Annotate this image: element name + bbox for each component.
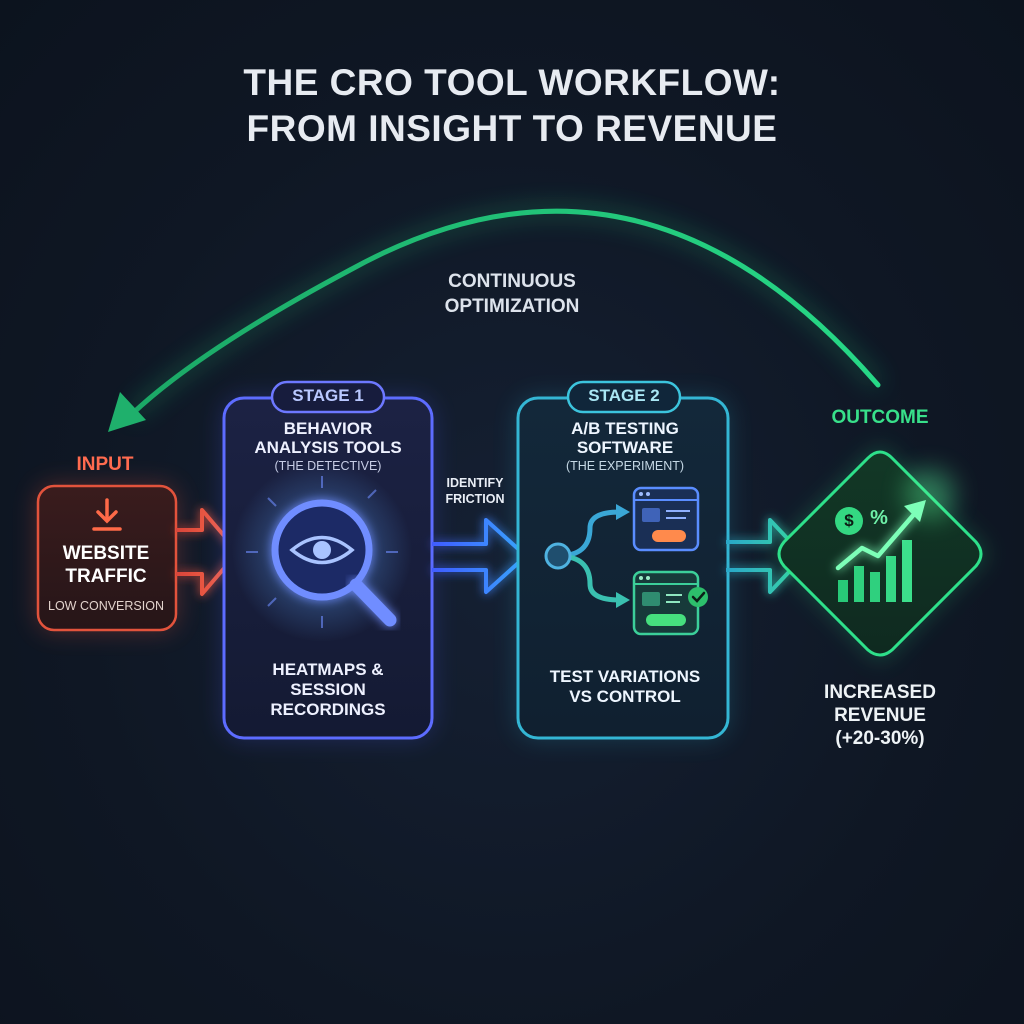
loop-arc (108, 206, 882, 432)
loop-label: CONTINUOUS OPTIMIZATION (402, 270, 622, 319)
connector-label: IDENTIFY FRICTION (432, 476, 518, 507)
split-test-icon (544, 486, 708, 636)
title-line-1: THE CRO TOOL WORKFLOW: (243, 62, 781, 103)
outcome-label-line-1: INCREASED (824, 682, 936, 703)
input-tag: INPUT (76, 454, 134, 475)
input-label-line-1: WEBSITE (62, 543, 150, 564)
stage2-subtitle: (THE EXPERIMENT) (565, 459, 685, 473)
percent-icon: % (870, 507, 888, 529)
outcome-label: INCREASED REVENUE (+20-30%) (790, 682, 970, 750)
stage1-description-line-3: RECORDINGS (270, 699, 386, 719)
variant-a-window (632, 486, 700, 552)
dollar-icon: $ (844, 511, 854, 530)
outcome-label-line-3: (+20-30%) (835, 727, 925, 749)
input-box (36, 484, 178, 632)
title-line-2: FROM INSIGHT TO REVENUE (246, 108, 778, 150)
stage1-subtitle: (THE DETECTIVE) (274, 459, 382, 473)
input-label: WEBSITE TRAFFIC (36, 543, 176, 589)
stage1-description: HEATMAPS & SESSION RECORDINGS (230, 660, 426, 720)
stage1-title-line-2: ANALYSIS TOOLS (254, 438, 402, 458)
stage2-title: A/B TESTING SOFTWARE (525, 419, 725, 457)
arrow-stage1-to-stage2 (432, 518, 528, 594)
stage1-title-line-1: BEHAVIOR (283, 419, 373, 438)
stage1-description-line-2: SESSION (290, 679, 366, 699)
download-icon (92, 498, 122, 531)
stage1-title: BEHAVIOR ANALYSIS TOOLS (230, 419, 426, 457)
growth-chart-icon (835, 500, 926, 602)
dollar-badge (835, 507, 863, 535)
input-sublabel: LOW CONVERSION (48, 599, 164, 613)
check-icon (688, 587, 708, 607)
stage2-title-line-2: SOFTWARE (576, 438, 674, 458)
stage1-pill-label: STAGE 1 (292, 386, 364, 405)
input-label-line-2: TRAFFIC (65, 565, 147, 587)
connector-label-line-1: IDENTIFY (446, 476, 504, 490)
loop-label-line-1: CONTINUOUS (448, 271, 576, 292)
stage2-pill-label: STAGE 2 (588, 386, 660, 405)
page-title: THE CRO TOOL WORKFLOW: FROM INSIGHT TO R… (112, 60, 912, 153)
loop-label-line-2: OPTIMIZATION (444, 295, 580, 317)
stage2-description-line-1: TEST VARIATIONS (549, 667, 701, 686)
stage2-description: TEST VARIATIONS VS CONTROL (525, 667, 725, 707)
outcome-label-line-2: REVENUE (834, 704, 926, 726)
stage2-box (516, 380, 730, 740)
outcome-tag: OUTCOME (831, 407, 929, 428)
stage1-description-line-1: HEATMAPS & (272, 660, 384, 679)
stage2-description-line-2: VS CONTROL (569, 686, 681, 706)
connector-label-line-2: FRICTION (445, 491, 505, 506)
stage1-pill (270, 380, 386, 414)
magnifier-eye-icon (232, 462, 412, 642)
stage2-pill (566, 380, 682, 414)
loop-arrowhead (108, 392, 146, 432)
stage2-title-line-1: A/B TESTING (571, 419, 679, 438)
variant-b-window (632, 570, 708, 636)
